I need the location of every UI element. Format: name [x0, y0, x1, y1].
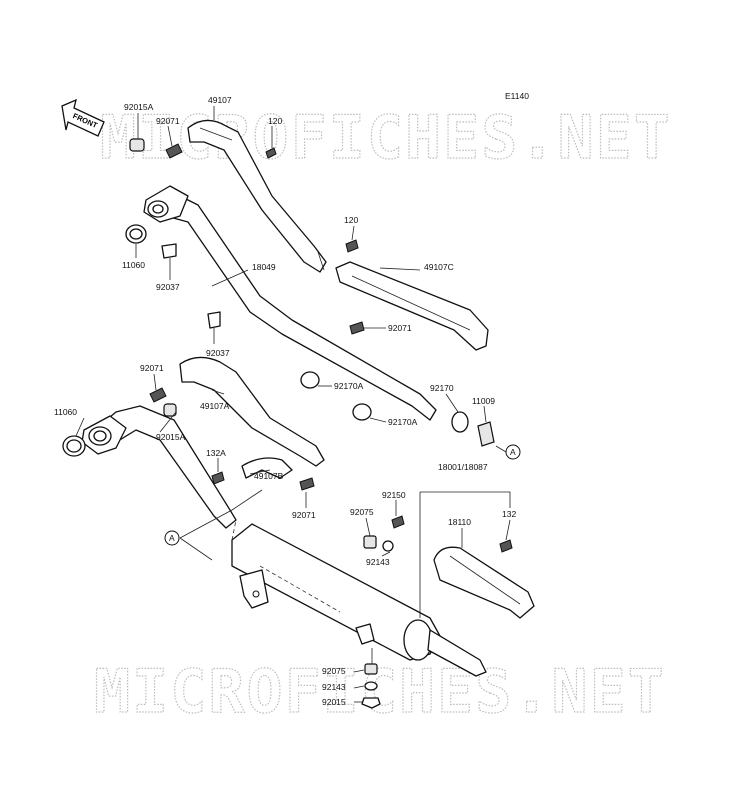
label-49107: 49107: [208, 95, 232, 105]
label-18049: 18049: [252, 262, 276, 272]
diagram-code: E1140: [505, 91, 529, 101]
label-A-right: A: [510, 447, 516, 457]
heat-guard-49107A: [179, 356, 325, 467]
heat-guard-49107: [187, 119, 327, 273]
bolt-132: [499, 539, 513, 553]
label-92015A-low: 92015A: [156, 432, 186, 442]
lower-header-pipe: [81, 405, 237, 529]
clip-92071-top: [165, 143, 183, 159]
label-92071-b: 92071: [292, 510, 316, 520]
label-92075-b: 92075: [322, 666, 346, 676]
nut-92015: [361, 697, 381, 709]
callout-labels: 92015A 92071 49107 120 120 11060 92037 1…: [54, 95, 516, 707]
grommet-92075-b: [364, 663, 378, 675]
label-132A: 132A: [206, 448, 226, 458]
grommet-92075-a: [363, 535, 377, 549]
label-92015A-top: 92015A: [124, 102, 154, 112]
bolt-120-top: [265, 147, 277, 159]
collar-92143-a: [382, 540, 394, 552]
label-92150: 92150: [382, 490, 406, 500]
collar-92015A-top: [129, 138, 145, 152]
clamp-92037-top: [161, 243, 177, 259]
label-49107B: 49107B: [254, 471, 284, 481]
label-18001-18087: 18001/18087: [438, 462, 488, 472]
muffler-cover-18110: [433, 546, 535, 619]
label-49107A: 49107A: [200, 401, 230, 411]
ref-marker-a-left: [164, 530, 180, 546]
clamp-92037-mid: [207, 311, 221, 329]
clamp-92170A-b: [352, 403, 372, 421]
front-arrow-icon: FRONT: [61, 98, 105, 137]
bolt-120-mid: [345, 239, 359, 253]
label-92071-low: 92071: [140, 363, 164, 373]
heat-guard-49107C: [335, 261, 489, 351]
label-92037-top: 92037: [156, 282, 180, 292]
label-120-mid: 120: [344, 215, 358, 225]
sleeve-11009: [477, 421, 495, 447]
label-120-top: 120: [268, 116, 282, 126]
bolt-132A: [211, 471, 225, 485]
label-132: 132: [502, 509, 516, 519]
label-92075-a: 92075: [350, 507, 374, 517]
label-92143-b: 92143: [322, 682, 346, 692]
label-92037-mid: 92037: [206, 348, 230, 358]
small-parts: [62, 138, 513, 709]
leader-lines: [75, 106, 511, 703]
clip-92071-mid: [349, 321, 365, 335]
clamp-92170A-a: [300, 371, 320, 389]
watermark-top: MICROFICHES.NET: [100, 103, 672, 173]
clip-92071-low: [149, 387, 167, 403]
connector-dash-2: [259, 565, 341, 613]
label-A-left: A: [169, 533, 175, 543]
upper-header-pipe: [143, 185, 437, 421]
label-11060-low: 11060: [54, 407, 77, 417]
connector-dash-1: [231, 519, 237, 541]
collar-92143-b: [364, 681, 378, 691]
watermark-bottom: MICROFICHES.NET: [94, 657, 666, 727]
label-92170: 92170: [430, 383, 454, 393]
label-92170A-a: 92170A: [334, 381, 364, 391]
label-11009: 11009: [472, 396, 495, 406]
clamp-92170: [451, 411, 469, 433]
label-92071-top: 92071: [156, 116, 180, 126]
label-11060-top: 11060: [122, 260, 145, 270]
label-49107C: 49107C: [424, 262, 454, 272]
label-92170A-b: 92170A: [388, 417, 418, 427]
label-92071-mid: 92071: [388, 323, 412, 333]
collar-92015A-low: [163, 403, 177, 417]
label-92015: 92015: [322, 697, 346, 707]
label-92143-a: 92143: [366, 557, 390, 567]
bolt-92150: [391, 515, 405, 529]
muffler-body: [231, 523, 487, 677]
clip-92071-b: [299, 477, 315, 491]
label-18110: 18110: [448, 517, 471, 527]
